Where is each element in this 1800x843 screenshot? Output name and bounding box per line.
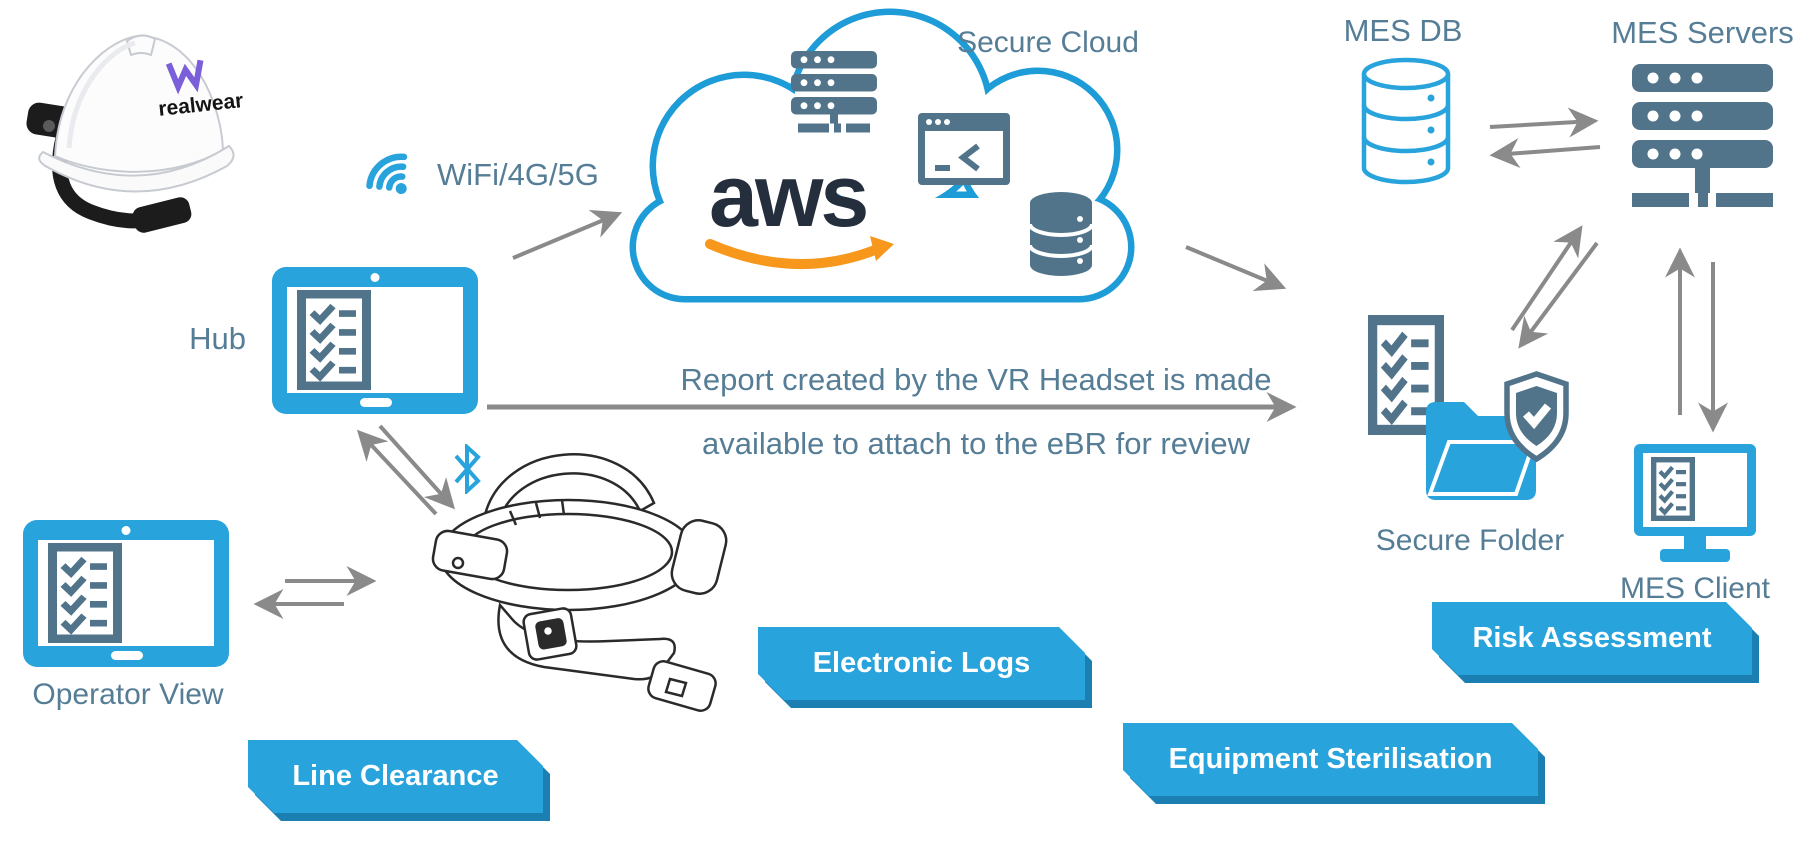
realwear-logo-mark-icon [165,59,204,95]
headset-display-pod [647,660,717,712]
annotation-line1: Report created by the VR Headset is made [680,362,1272,397]
annotation-line2: available to attach to the eBR for revie… [702,426,1250,461]
headset-top-strap [482,453,656,527]
aws-smile-icon [705,236,894,269]
tag-electronic-logs: Electronic Logs [758,627,1085,700]
tablet-camera-dot [370,273,380,282]
mes-db-icon [1361,57,1451,185]
secure-folder-label: Secure Folder [1375,524,1565,557]
headset-side-pod [431,529,509,581]
tag-equipment-sterilisation: Equipment Sterilisation [1123,723,1538,796]
helmet-brim [38,144,235,193]
tag-label: Equipment Sterilisation [1168,743,1493,775]
cloud-database-icon [1028,192,1094,276]
vr-headset-image [431,453,728,712]
tag-line-clearance: Line Clearance [248,740,543,813]
secure-cloud-label: Secure Cloud [957,26,1139,59]
secure-folder-icon [1358,306,1569,500]
mes-servers-icon [1632,64,1773,207]
tablet-home-button [111,651,143,660]
tag-label: Risk Assessment [1472,622,1712,654]
tag-label: Electronic Logs [812,647,1031,679]
tablet-camera-dot [121,526,131,535]
wifi-label: WiFi/4G/5G [437,157,599,192]
checklist-icon [302,294,367,386]
tablet-home-button [360,398,392,407]
terminal-window-icon [918,113,1010,185]
bluetooth-icon [454,444,481,494]
mes-client-label: MES Client [1619,572,1771,605]
operator-view-label: Operator View [32,678,224,711]
wifi-icon [366,153,408,195]
headset-rear-pod [670,519,728,595]
mes-client-icon [1634,444,1756,562]
tag-label: Line Clearance [292,760,499,792]
hub-tablet-icon [272,267,478,414]
mes-db-label: MES DB [1343,13,1463,48]
operator-view-tablet-icon [23,520,229,667]
shield-check-icon [1504,371,1569,463]
aws-logo-text: aws [709,146,869,245]
checklist-icon [53,547,118,639]
cloud-server-icon [791,51,877,133]
checklist-icon [1654,460,1693,519]
hub-label: Hub [189,321,246,356]
tag-risk-assessment: Risk Assessment [1432,602,1752,675]
realwear-helmet-image: realwear [26,34,244,233]
mes-servers-label: MES Servers [1611,15,1794,50]
